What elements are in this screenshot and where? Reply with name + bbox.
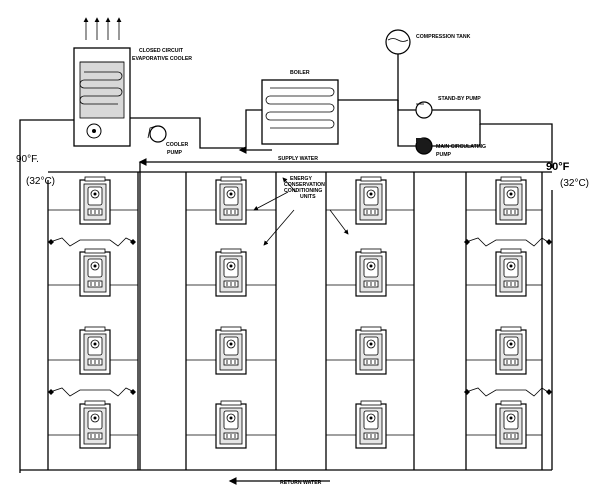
- cooler-return-pipe: [19, 119, 82, 473]
- pump-discharge-pipe: [432, 109, 553, 168]
- conditioning-unit: [79, 176, 111, 225]
- standby-pump: [415, 101, 433, 119]
- conditioning-unit: [355, 400, 387, 449]
- conditioning-unit: [215, 248, 247, 297]
- return-water-label: RETURN WATER: [280, 480, 322, 486]
- main-pump-discharge: [432, 124, 481, 147]
- main-pump-feed: [397, 100, 416, 147]
- conditioning-unit: [355, 326, 387, 375]
- standby-pump-label: STAND-BY PUMP: [438, 96, 481, 102]
- units-callout-arrows: [253, 177, 349, 246]
- piping: [19, 54, 553, 485]
- compression-tank: [385, 29, 411, 55]
- conditioning-unit: [495, 248, 527, 297]
- cooler-pump-label-1: COOLER: [166, 142, 188, 148]
- cooler-label-2: EVAPORATIVE COOLER: [132, 56, 192, 62]
- units-label-4: UNITS: [300, 194, 316, 200]
- cooler-pump-label-2: PUMP: [167, 150, 183, 156]
- cooler-label-1: CLOSED CIRCUIT: [139, 48, 184, 54]
- conditioning-unit: [215, 326, 247, 375]
- cooler-to-boiler-pipe: [122, 109, 262, 149]
- compression-tank-label: COMPRESSION TANK: [416, 34, 471, 40]
- boiler: [261, 79, 339, 145]
- main-pump-label-2: PUMP: [436, 152, 452, 158]
- temp-left-c: (32°C): [26, 176, 55, 187]
- conditioning-unit: [495, 400, 527, 449]
- duct-connectors: [49, 237, 549, 397]
- duct-diamonds: [48, 239, 552, 395]
- conditioning-unit: [79, 248, 111, 297]
- temp-right-f: 90°F: [546, 161, 570, 173]
- conditioning-unit: [355, 248, 387, 297]
- conditioning-unit: [495, 176, 527, 225]
- conditioning-units: [79, 176, 527, 449]
- temp-right-c: (32°C): [560, 178, 589, 189]
- conditioning-unit: [79, 400, 111, 449]
- conditioning-unit: [495, 326, 527, 375]
- units-label-3: CONDITIONING: [284, 188, 322, 194]
- supply-water-label: SUPPLY WATER: [278, 156, 318, 162]
- conditioning-unit: [355, 176, 387, 225]
- conditioning-unit: [215, 176, 247, 225]
- boiler-label: BOILER: [290, 70, 310, 76]
- evaporative-cooler: [73, 17, 131, 147]
- standby-pump-feed: [397, 100, 416, 111]
- boiler-outlet-pipe: [338, 54, 399, 101]
- main-circulating-pump: [415, 137, 433, 155]
- main-pump-label-1: MAIN CIRCULATING: [436, 144, 486, 150]
- units-label-1: ENERGY: [290, 176, 312, 182]
- conditioning-unit: [215, 400, 247, 449]
- cooler-pump: [147, 125, 167, 143]
- units-label-2: CONSERVATION: [284, 182, 325, 188]
- conditioning-unit: [79, 326, 111, 375]
- temp-left-f: 90°F.: [16, 154, 39, 165]
